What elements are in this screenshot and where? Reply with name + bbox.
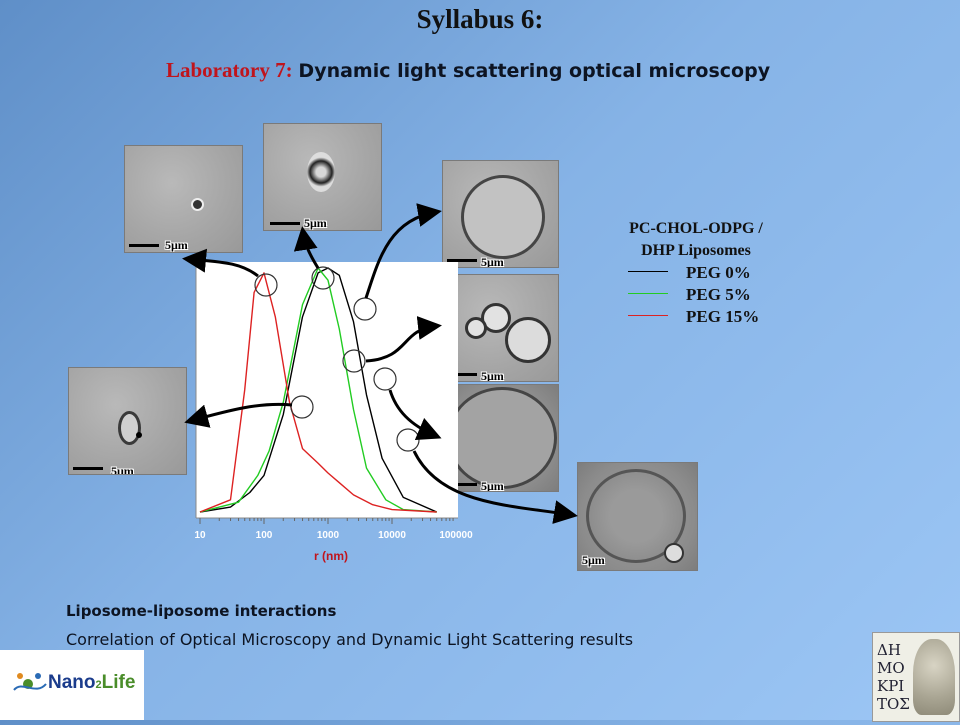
micrograph-large-vesicle: 5μm — [442, 160, 559, 268]
micrograph-elongated-vesicle: 5μm — [68, 367, 187, 475]
series-line-0 — [199, 267, 437, 513]
scale-label: 5μm — [481, 369, 504, 382]
vesicle-large — [461, 175, 545, 259]
legend-label: PEG 5% — [686, 285, 751, 304]
logo-letter-line: ΤΟΣ — [877, 695, 910, 713]
peak-marker — [290, 395, 314, 419]
x-axis-label: r (nm) — [314, 549, 348, 563]
lab-label: Laboratory 7: — [166, 58, 293, 82]
life-text: Life — [101, 672, 136, 693]
logo-letter-line: ΔΗ — [877, 641, 901, 659]
legend-label: PEG 15% — [686, 307, 760, 326]
nano2life-logo-mark — [13, 673, 47, 691]
vesicle-cluster-2 — [481, 303, 511, 333]
legend-swatch — [628, 315, 668, 316]
arrow-to-small-vesicle — [182, 248, 259, 278]
nano2life-wordmark: Nano2Life — [48, 672, 135, 694]
x-tick-label: 1000 — [317, 530, 340, 541]
x-tick-label: 100 — [256, 530, 273, 541]
legend-title-2: DHP Liposomes — [641, 242, 751, 259]
micrograph-giant-vesicle: 5μm — [442, 384, 559, 492]
legend-swatch — [628, 293, 668, 294]
vesicle-oval — [118, 411, 141, 445]
arrow-to-double-vesicle — [293, 226, 320, 269]
vesicle-pair — [307, 152, 335, 192]
connector-arrows — [182, 203, 578, 524]
legend-title-1: PC-CHOL-ODPG / — [629, 220, 763, 237]
series-line-1 — [199, 267, 437, 513]
scale-label: 5μm — [481, 255, 504, 268]
series-line-2 — [199, 272, 437, 513]
vesicle-cluster-1 — [505, 317, 551, 363]
scale-label: 5μm — [582, 553, 605, 567]
nano2life-logo: Nano2Life — [0, 650, 144, 720]
vesicle-dot — [136, 432, 142, 438]
peak-marker — [353, 297, 377, 321]
slide-title: Syllabus 6: — [416, 4, 544, 34]
legend-item: PEG 15% — [596, 306, 796, 328]
scale-label: 5μm — [165, 238, 188, 252]
demokritos-letters: ΔΗ ΜΟ ΚΡΙ ΤΟΣ — [877, 641, 910, 713]
chart-plot-area — [196, 262, 458, 518]
slide-subtitle: Laboratory 7: Dynamic light scattering o… — [166, 58, 770, 83]
scale-label: 5μm — [481, 479, 504, 492]
legend-label: PEG 0% — [686, 263, 751, 282]
x-tick-label: 10000 — [378, 530, 406, 541]
nano-sub: 2 — [95, 679, 102, 691]
vesicle-dot — [191, 198, 204, 211]
micrograph-small-vesicle: 5μm — [124, 145, 243, 253]
arrow-to-large-vesicle — [364, 203, 442, 299]
arrow-to-elongated-vesicle — [184, 402, 293, 428]
caption-heading: Liposome-liposome interactions — [66, 602, 337, 620]
arrow-to-giant-vesicle — [388, 389, 442, 441]
demokritos-portrait — [913, 639, 955, 715]
x-tick-label: 100000 — [439, 530, 473, 541]
micrograph-vesicle-cluster: 5μm — [442, 274, 559, 382]
logo-letter-line: ΜΟ — [877, 659, 905, 677]
vesicle-giant — [447, 387, 557, 489]
lab-topic: Dynamic light scattering optical microsc… — [298, 60, 771, 82]
legend-item: PEG 5% — [596, 284, 796, 306]
vesicle-cluster-3 — [465, 317, 487, 339]
logo-letter-line: ΚΡΙ — [877, 677, 905, 695]
arrow-to-vesicle-cluster — [365, 316, 442, 363]
x-tick-label: 10 — [194, 530, 206, 541]
peak-marker — [311, 266, 335, 290]
scale-label: 5μm — [111, 464, 134, 475]
peak-marker — [373, 367, 397, 391]
micrograph-textured-vesicle: 5μm — [577, 462, 698, 571]
nano-text: Nano — [48, 672, 96, 693]
legend-item: PEG 0% — [596, 262, 796, 284]
demokritos-logo: ΔΗ ΜΟ ΚΡΙ ΤΟΣ — [872, 632, 960, 722]
caption-body: Correlation of Optical Microscopy and Dy… — [66, 630, 634, 649]
legend-swatch — [628, 271, 668, 272]
chart-legend: PC-CHOL-ODPG / DHP Liposomes PEG 0% PEG … — [596, 218, 796, 328]
micrograph-double-vesicle: 5μm — [263, 123, 382, 231]
peak-marker — [254, 273, 278, 297]
vesicle-small-side — [664, 543, 684, 563]
arrow-to-textured-vesicle — [412, 450, 578, 524]
peak-marker — [342, 349, 366, 373]
